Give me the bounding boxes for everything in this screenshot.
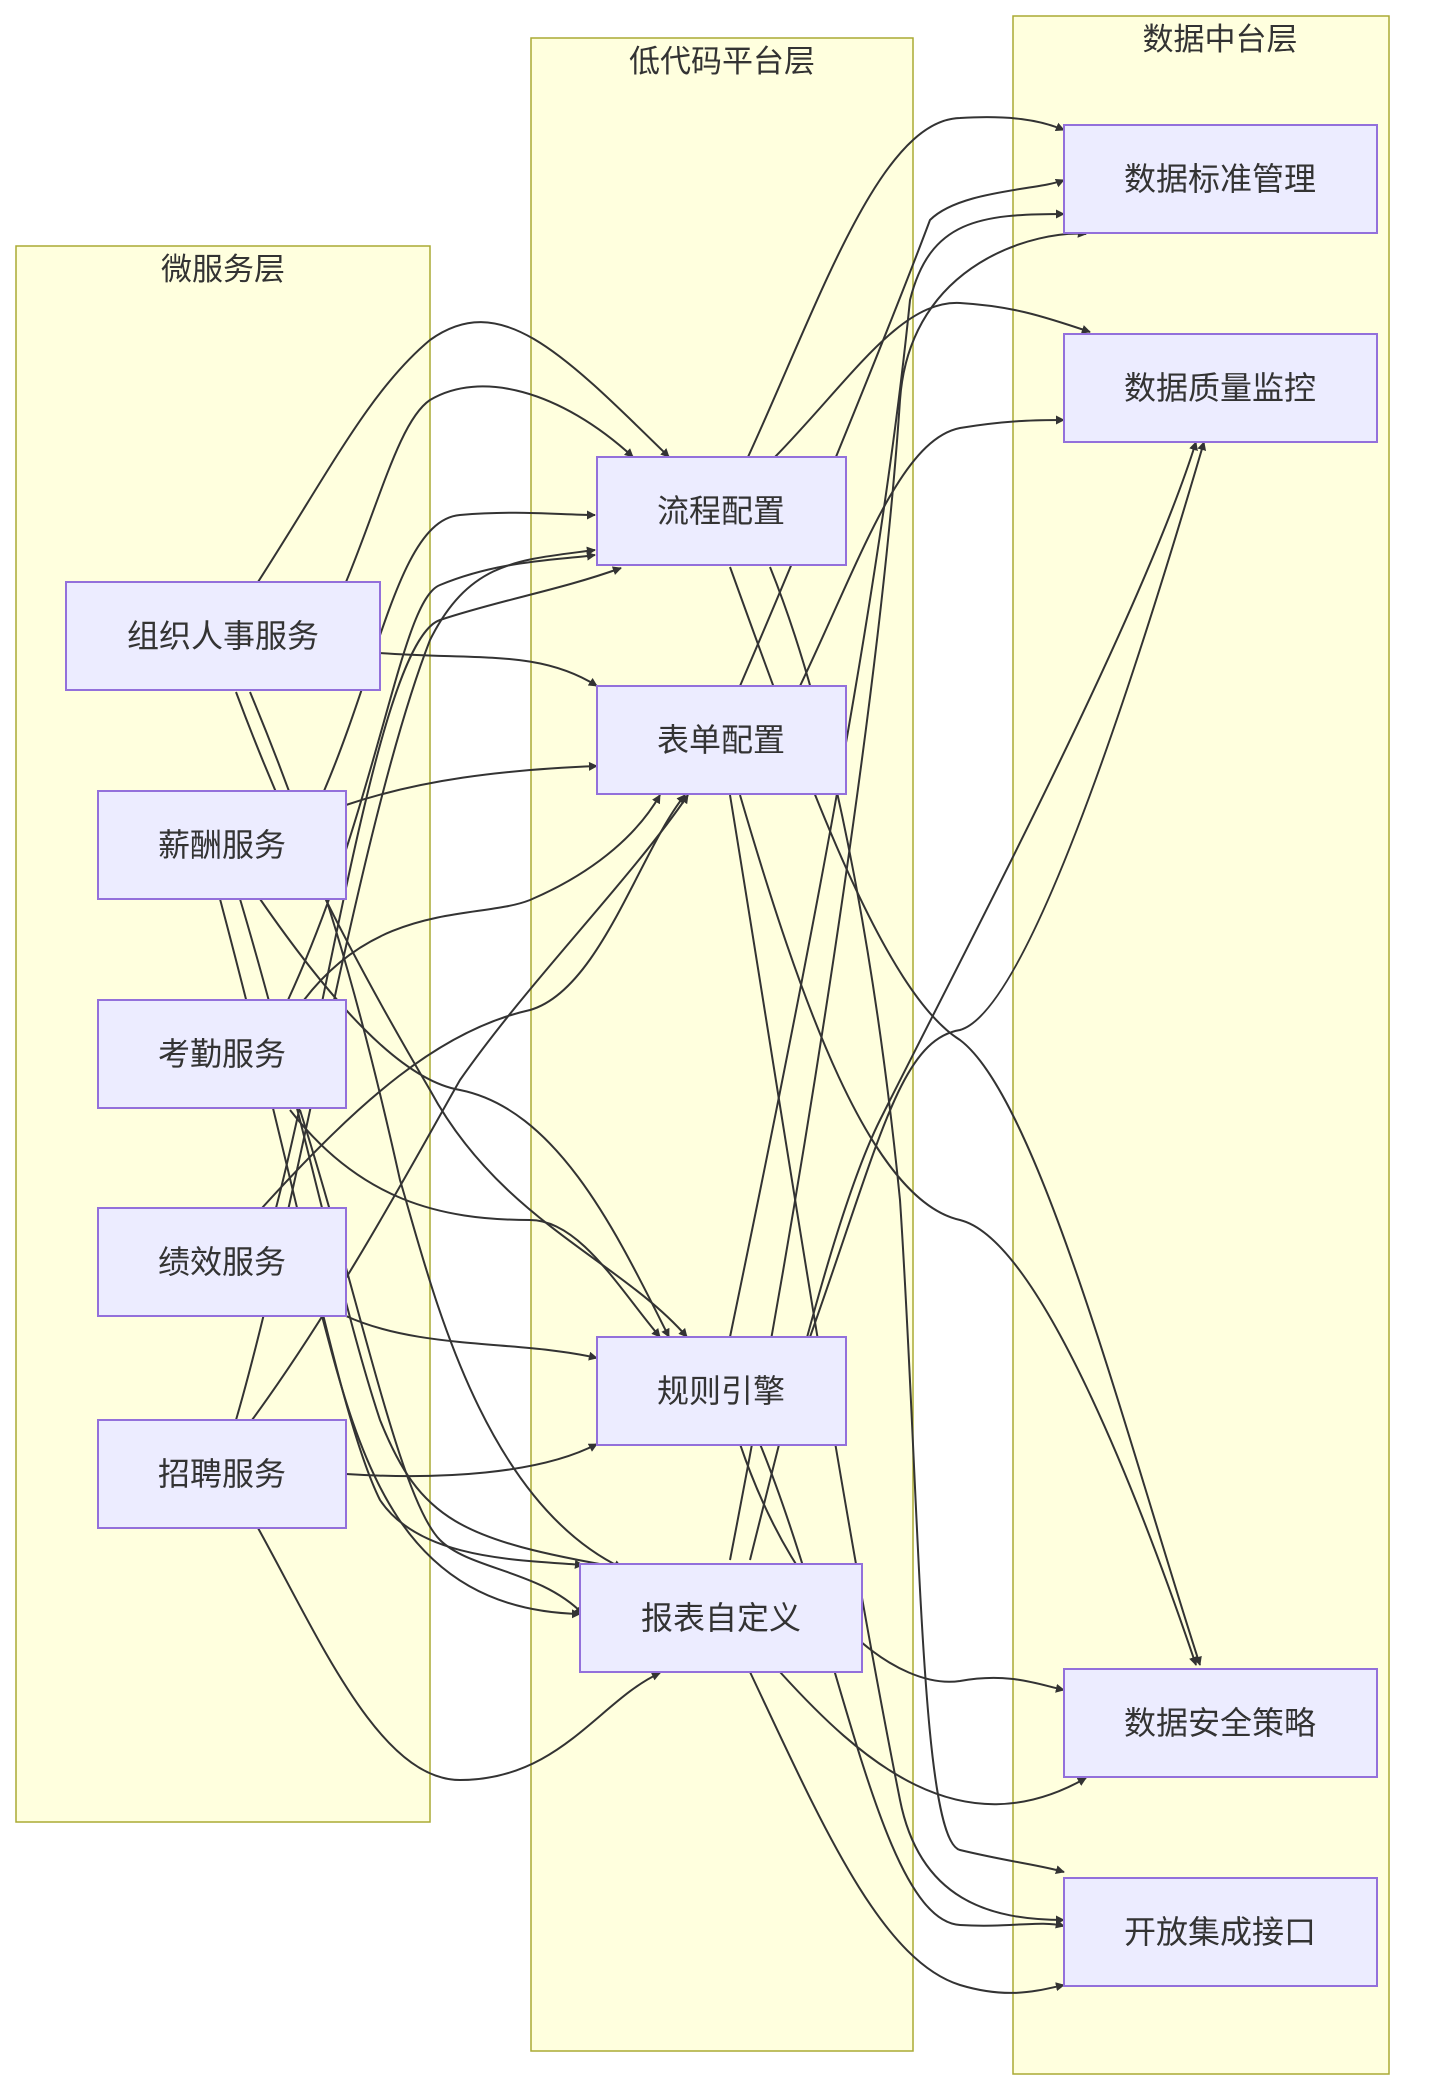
edge-report-security xyxy=(779,1671,1087,1806)
edge-org-flow-2 xyxy=(345,385,634,583)
node-label-rule-engine: 规则引擎 xyxy=(657,1372,785,1410)
edge-performance-form xyxy=(261,794,686,1209)
edge-salary-form xyxy=(345,761,598,806)
edge-attendance-rule xyxy=(289,1109,661,1338)
node-salary-service[interactable]: 薪酬服务 xyxy=(97,790,347,900)
edge-salary-flow xyxy=(323,510,596,792)
node-open-api[interactable]: 开放集成接口 xyxy=(1063,1877,1378,1987)
node-label-recruit-service: 招聘服务 xyxy=(158,1455,286,1493)
node-label-open-api: 开放集成接口 xyxy=(1124,1913,1316,1951)
node-recruit-service[interactable]: 招聘服务 xyxy=(97,1419,347,1529)
node-label-org-service: 组织人事服务 xyxy=(127,617,319,655)
edge-attendance-form xyxy=(303,794,661,1001)
node-label-salary-service: 薪酬服务 xyxy=(158,826,286,864)
edge-report-std xyxy=(729,228,1087,1561)
node-report-custom[interactable]: 报表自定义 xyxy=(579,1563,863,1673)
edge-org-flow xyxy=(257,321,670,583)
node-performance-service[interactable]: 绩效服务 xyxy=(97,1207,347,1317)
edge-rule-std xyxy=(729,209,1065,1338)
node-org-service[interactable]: 组织人事服务 xyxy=(65,581,381,691)
edge-salary-report-2 xyxy=(219,898,584,1569)
node-label-report-custom: 报表自定义 xyxy=(641,1599,801,1637)
edge-flow-quality xyxy=(774,301,1091,458)
cluster-lowcode-layer: 低代码平台层 xyxy=(530,37,914,2052)
edge-recruit-rule xyxy=(345,1443,598,1478)
edge-flow-std xyxy=(747,116,1065,458)
edge-rule-security xyxy=(739,1443,1065,1693)
node-flow-config[interactable]: 流程配置 xyxy=(596,456,847,566)
node-label-data-security: 数据安全策略 xyxy=(1124,1704,1316,1742)
cluster-title-datacenter: 数据中台层 xyxy=(1143,22,1298,58)
cluster-title-microservice: 微服务层 xyxy=(161,252,285,288)
node-data-quality[interactable]: 数据质量监控 xyxy=(1063,333,1378,443)
cluster-title-lowcode: 低代码平台层 xyxy=(629,44,815,80)
edge-form-security xyxy=(739,794,1198,1666)
edge-org-form xyxy=(379,652,598,687)
node-label-performance-service: 绩效服务 xyxy=(158,1243,286,1281)
node-label-form-config: 表单配置 xyxy=(657,721,785,759)
node-label-flow-config: 流程配置 xyxy=(657,492,785,530)
node-data-standard[interactable]: 数据标准管理 xyxy=(1063,124,1378,234)
node-label-data-quality: 数据质量监控 xyxy=(1124,369,1316,407)
edge-recruit-report xyxy=(257,1527,661,1782)
node-form-config[interactable]: 表单配置 xyxy=(596,685,847,795)
node-label-attendance-service: 考勤服务 xyxy=(158,1035,286,1073)
node-rule-engine[interactable]: 规则引擎 xyxy=(596,1336,847,1446)
edge-flow-openapi xyxy=(769,566,1065,1875)
edge-form-quality xyxy=(799,415,1065,687)
edge-performance-report xyxy=(321,1315,581,1619)
node-attendance-service[interactable]: 考勤服务 xyxy=(97,999,347,1109)
edge-salary-rule xyxy=(259,898,670,1338)
edge-report-openapi xyxy=(749,1671,1065,1994)
node-data-security[interactable]: 数据安全策略 xyxy=(1063,1668,1378,1778)
edge-rule-quality xyxy=(809,441,1207,1338)
node-label-data-standard: 数据标准管理 xyxy=(1124,160,1316,198)
edge-performance-rule xyxy=(345,1315,598,1361)
